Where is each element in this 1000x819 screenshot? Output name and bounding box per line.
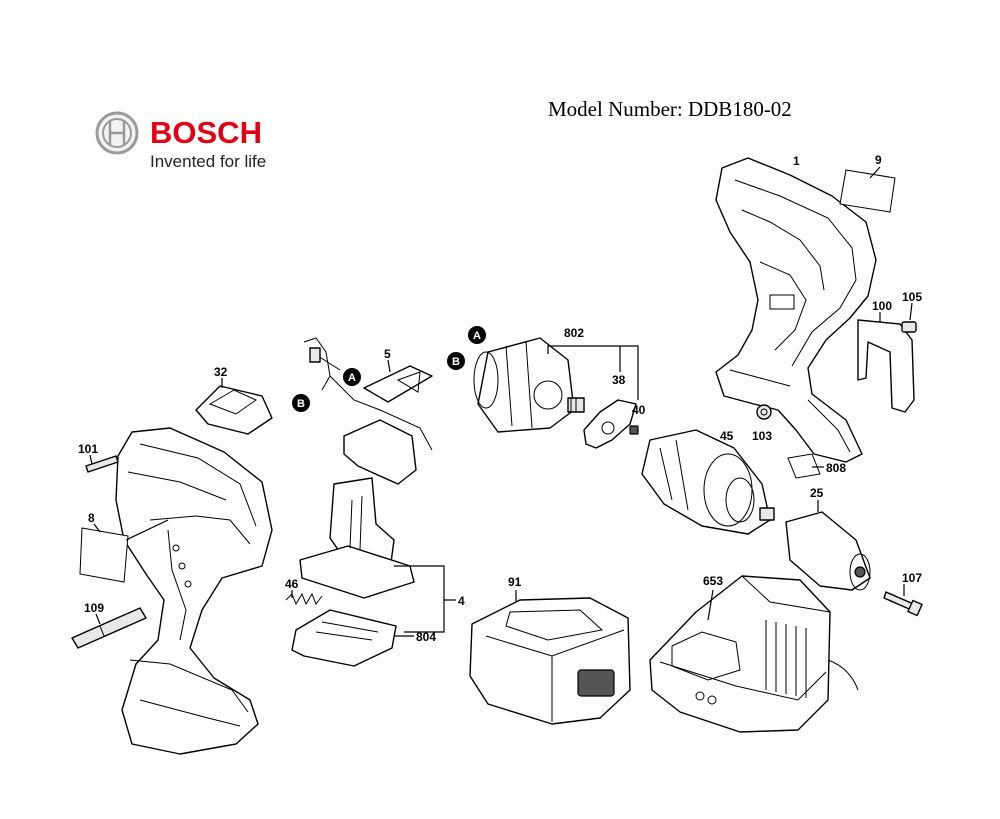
callout-40: 40 [632,403,646,417]
svg-text:A: A [473,330,481,342]
callout-653: 653 [703,574,723,588]
callout-1: 1 [793,154,800,168]
callout-4: 4 [458,594,465,608]
motor [473,337,585,433]
callout-25: 25 [810,486,824,500]
model-number: Model Number: DDB180-02 [548,97,792,121]
switch-cover [363,359,433,403]
ref-marker-a-motor: A [468,326,486,344]
nameplate [79,519,169,583]
label-plate [839,166,896,213]
charger [649,575,859,733]
callout-808: 808 [826,461,846,475]
clip-screw [901,302,917,333]
housing-half-left [115,427,273,755]
callout-107: 107 [902,571,922,585]
callout-802: 802 [564,326,584,340]
switch-assembly [299,337,456,633]
motor-screw [629,425,639,435]
callout-103: 103 [752,429,772,443]
svg-text:B: B [297,398,305,410]
battery-terminal [291,609,414,667]
motor-group-bracket [547,345,639,400]
ref-marker-a-switch: A [343,368,361,386]
ref-marker-b-motor: B [447,352,465,370]
callout-804: 804 [416,630,436,644]
screwdriver-bit [71,607,147,649]
svg-text:A: A [348,372,356,384]
housing-screw [85,454,119,473]
callout-38: 38 [612,373,626,387]
callout-5: 5 [384,347,391,361]
nut [756,404,772,420]
callout-109: 109 [84,601,104,615]
battery-latch [195,378,273,435]
gearbox [641,429,775,535]
callout-100: 100 [872,299,892,313]
callout-8: 8 [88,511,95,525]
callout-32: 32 [214,365,228,379]
motor-bracket [583,399,637,449]
brand-tagline: Invented for life [150,152,266,171]
callout-91: 91 [508,575,522,589]
callout-9: 9 [875,153,882,167]
callout-105: 105 [902,290,922,304]
ref-marker-b-switch: B [292,394,310,412]
pad [787,453,824,479]
spring [285,590,323,606]
bosch-logo: BOSCH Invented for life [95,111,266,171]
keyless-chuck [785,500,871,591]
battery-pack [469,590,631,725]
brand-name: BOSCH [150,115,262,150]
housing-half-right [715,157,877,463]
callout-46: 46 [285,577,299,591]
chuck-screw [883,584,923,617]
callout-101: 101 [78,442,98,456]
belt-clip [857,312,915,413]
callout-45: 45 [720,429,734,443]
svg-text:B: B [452,356,460,368]
